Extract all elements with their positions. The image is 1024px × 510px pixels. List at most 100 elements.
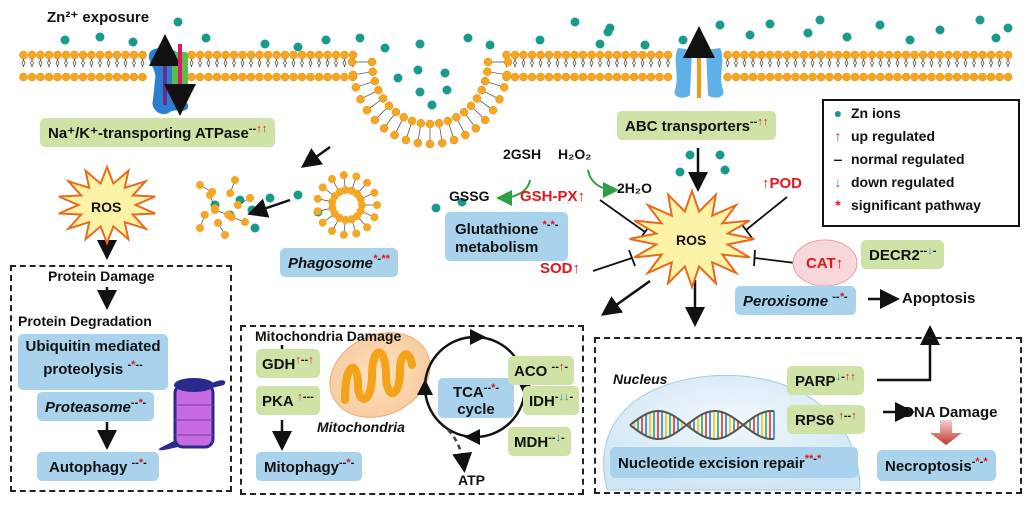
mitochondria-label: Mitochondria — [317, 419, 405, 435]
abc-transporters-text: ABC transporters — [625, 118, 751, 135]
up-arrow-icon: ↑ — [256, 123, 262, 135]
zn-ion — [427, 100, 437, 110]
decr2-label: DECR2--↓- — [861, 240, 945, 269]
na-k-atpase-channel-icon — [148, 34, 196, 116]
dash-icon: - — [843, 410, 848, 422]
dash-icon: - — [555, 361, 559, 373]
dash-icon: - — [130, 397, 135, 409]
dash-icon: - — [548, 432, 552, 444]
zn-ion — [415, 87, 425, 97]
autophagy-text: Autophagy — [49, 459, 128, 476]
zn-ion — [842, 32, 852, 42]
legend-item: ↓down regulated — [824, 170, 1018, 193]
sod-label: SOD↑ — [540, 260, 581, 277]
asterisk-icon: * — [542, 219, 547, 231]
regulation-marks: **-* — [805, 453, 822, 465]
atp-label: ATP — [458, 472, 485, 488]
zn-exposure-title: Zn²⁺ exposure — [47, 9, 150, 26]
dash-icon: - — [554, 219, 559, 231]
dash-icon: - — [339, 457, 343, 469]
nucleotide-excision-repair-label: Nucleotide excision repair**-* — [610, 447, 858, 478]
dash-icon: - — [304, 354, 309, 366]
parp-label: PARP↓-↑↑ — [787, 366, 864, 395]
asterisk-icon: * — [804, 453, 810, 465]
zn-ion — [715, 20, 725, 30]
dash-icon: - — [252, 123, 257, 135]
zn-ion — [595, 39, 605, 49]
dash-icon: - — [248, 123, 253, 135]
down-arrow-icon: ↓ — [927, 245, 933, 257]
parp-text: PARP — [795, 373, 836, 390]
idh-text: IDH — [529, 393, 555, 410]
protein-damage-label: Protein Damage — [48, 268, 155, 284]
dash-icon: - — [919, 245, 924, 257]
zn-ion — [293, 190, 303, 200]
zn-ion — [875, 20, 885, 30]
abc-transporter-channel-icon — [674, 26, 724, 98]
zn-ion — [321, 35, 331, 45]
mitochondria-icon — [329, 332, 431, 418]
zn-ion — [442, 85, 452, 95]
regulation-marks: --*- — [832, 291, 847, 303]
dash-icon: - — [551, 432, 556, 444]
zn-ion — [765, 19, 775, 29]
dash-icon: - — [306, 391, 311, 403]
zn-ion — [293, 42, 303, 52]
zn-ion — [803, 28, 813, 38]
mitophagy-text: Mitophagy — [264, 459, 339, 476]
regulation-marks: --*- — [131, 397, 146, 409]
nucleus-label: Nucleus — [613, 371, 668, 387]
legend-label: up regulated — [851, 127, 936, 144]
peroxisome-label: Peroxisome --*- — [735, 286, 856, 315]
ubiquitin-proteolysis-label: Ubiquitin mediated proteolysis -*-- — [18, 334, 168, 390]
dash-icon: - — [546, 219, 551, 231]
asterisk-icon: * — [550, 219, 555, 231]
asterisk-icon: * — [975, 456, 980, 468]
legend-glyph-icon: ‒ — [834, 150, 842, 167]
apoptosis-label: Apoptosis — [902, 290, 976, 307]
legend-item: ‒normal regulated — [824, 147, 1018, 170]
regulation-marks: -*-- — [127, 359, 142, 371]
rps6-text: RPS6 — [795, 412, 835, 429]
zn-ion — [355, 33, 365, 43]
regulation-marks: ↓-↑↑ — [836, 371, 856, 383]
up-arrow-icon: ↑ — [851, 410, 857, 422]
legend-label: Zn ions — [851, 104, 901, 121]
protein-degradation-label: Protein Degradation — [18, 313, 152, 329]
zn-ion — [431, 203, 441, 213]
legend-item: *significant pathway — [824, 193, 1018, 216]
dash-icon: - — [300, 354, 305, 366]
regulation-marks: ↑--- — [297, 391, 314, 403]
regulation-marks: *-*- — [543, 219, 559, 231]
h2o2-label: H₂O₂ — [558, 146, 592, 162]
dash-icon: - — [561, 432, 565, 444]
dash-icon: - — [342, 457, 347, 469]
down-arrow-icon: ↓ — [835, 371, 842, 383]
up-arrow-icon: ↑ — [762, 116, 769, 128]
zn-ion — [675, 167, 685, 177]
dna-helix-icon — [629, 409, 775, 441]
ner-text: Nucleotide excision repair — [618, 455, 805, 472]
abc-transporters-label: ABC transporters--↑↑ — [617, 111, 777, 140]
zn-ion — [128, 37, 138, 47]
zn-ion — [95, 32, 105, 42]
mitochondria-damage-panel — [240, 325, 584, 495]
proteasome-label: Proteasome--*- — [37, 392, 155, 421]
up-arrow-icon: ↑ — [558, 361, 565, 373]
zn-ion — [393, 73, 403, 83]
legend-glyph-icon: * — [835, 196, 841, 213]
dash-icon: - — [487, 382, 492, 394]
broken-vesicle-icon — [196, 176, 254, 239]
zn-ion — [457, 197, 467, 207]
regulation-marks: --*- — [339, 457, 354, 469]
tca-cycle-label: TCA--*- cycle — [438, 378, 514, 418]
zn-ion — [745, 30, 755, 40]
up-arrow-icon: ↑ — [261, 123, 268, 135]
dash-icon: - — [310, 391, 314, 403]
regulation-marks: --↓- — [548, 432, 565, 444]
zn-ion — [173, 17, 183, 27]
dash-icon: - — [377, 253, 381, 265]
mitochondria-damage-label: Mitochondria Damage — [255, 328, 402, 344]
gsh-px-label: GSH-PX↑ — [520, 188, 586, 205]
asterisk-icon: * — [346, 457, 351, 469]
